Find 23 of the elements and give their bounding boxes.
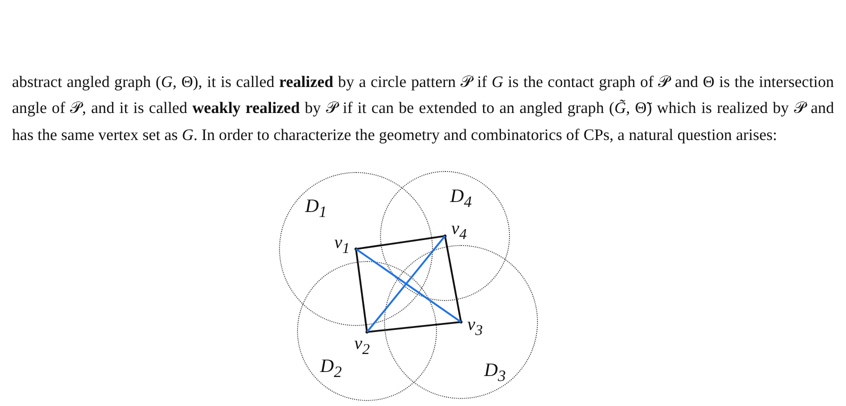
vertex-point <box>366 330 368 334</box>
dotted-circle <box>380 171 510 301</box>
body-paragraph: abstract angled graph (G, Θ), it is called realized by a circle pattern 𝒫 if G is the contact graph of 𝒫 and Θ is the intersection angle of 𝒫, and it is called weakly realized by 𝒫 if it can be extended to an angled graph (G̃, Θ̃) which is realized by 𝒫 and has the same vertex set as G. In order to characterize the geometry and combinatorics of CPs, a natural question arises: <box>12 73 834 146</box>
dotted-circle <box>297 261 437 401</box>
disk-label: D$_{1}$ <box>305 196 327 222</box>
disk-label: D$_{3}$ <box>484 360 506 386</box>
vertex-label: v$_{2}$ <box>354 333 370 359</box>
graph-edge <box>355 248 368 332</box>
vertex-point <box>460 320 462 324</box>
graph-edge <box>366 321 462 333</box>
vertex-point <box>354 248 358 250</box>
graph-edge <box>444 236 462 322</box>
graph-edge <box>356 235 446 250</box>
vertex-label: v$_{1}$ <box>334 232 350 258</box>
dotted-circle <box>384 245 538 399</box>
graph-edge <box>366 235 446 333</box>
graph-edge <box>355 248 462 323</box>
vertex-point <box>444 234 446 238</box>
dotted-circle <box>279 172 433 326</box>
disk-label: D$_{2}$ <box>320 356 342 382</box>
vertex-label: v$_{4}$ <box>451 218 467 244</box>
vertex-label: v$_{3}$ <box>467 314 483 340</box>
disk-label: D$_{4}$ <box>450 186 472 212</box>
